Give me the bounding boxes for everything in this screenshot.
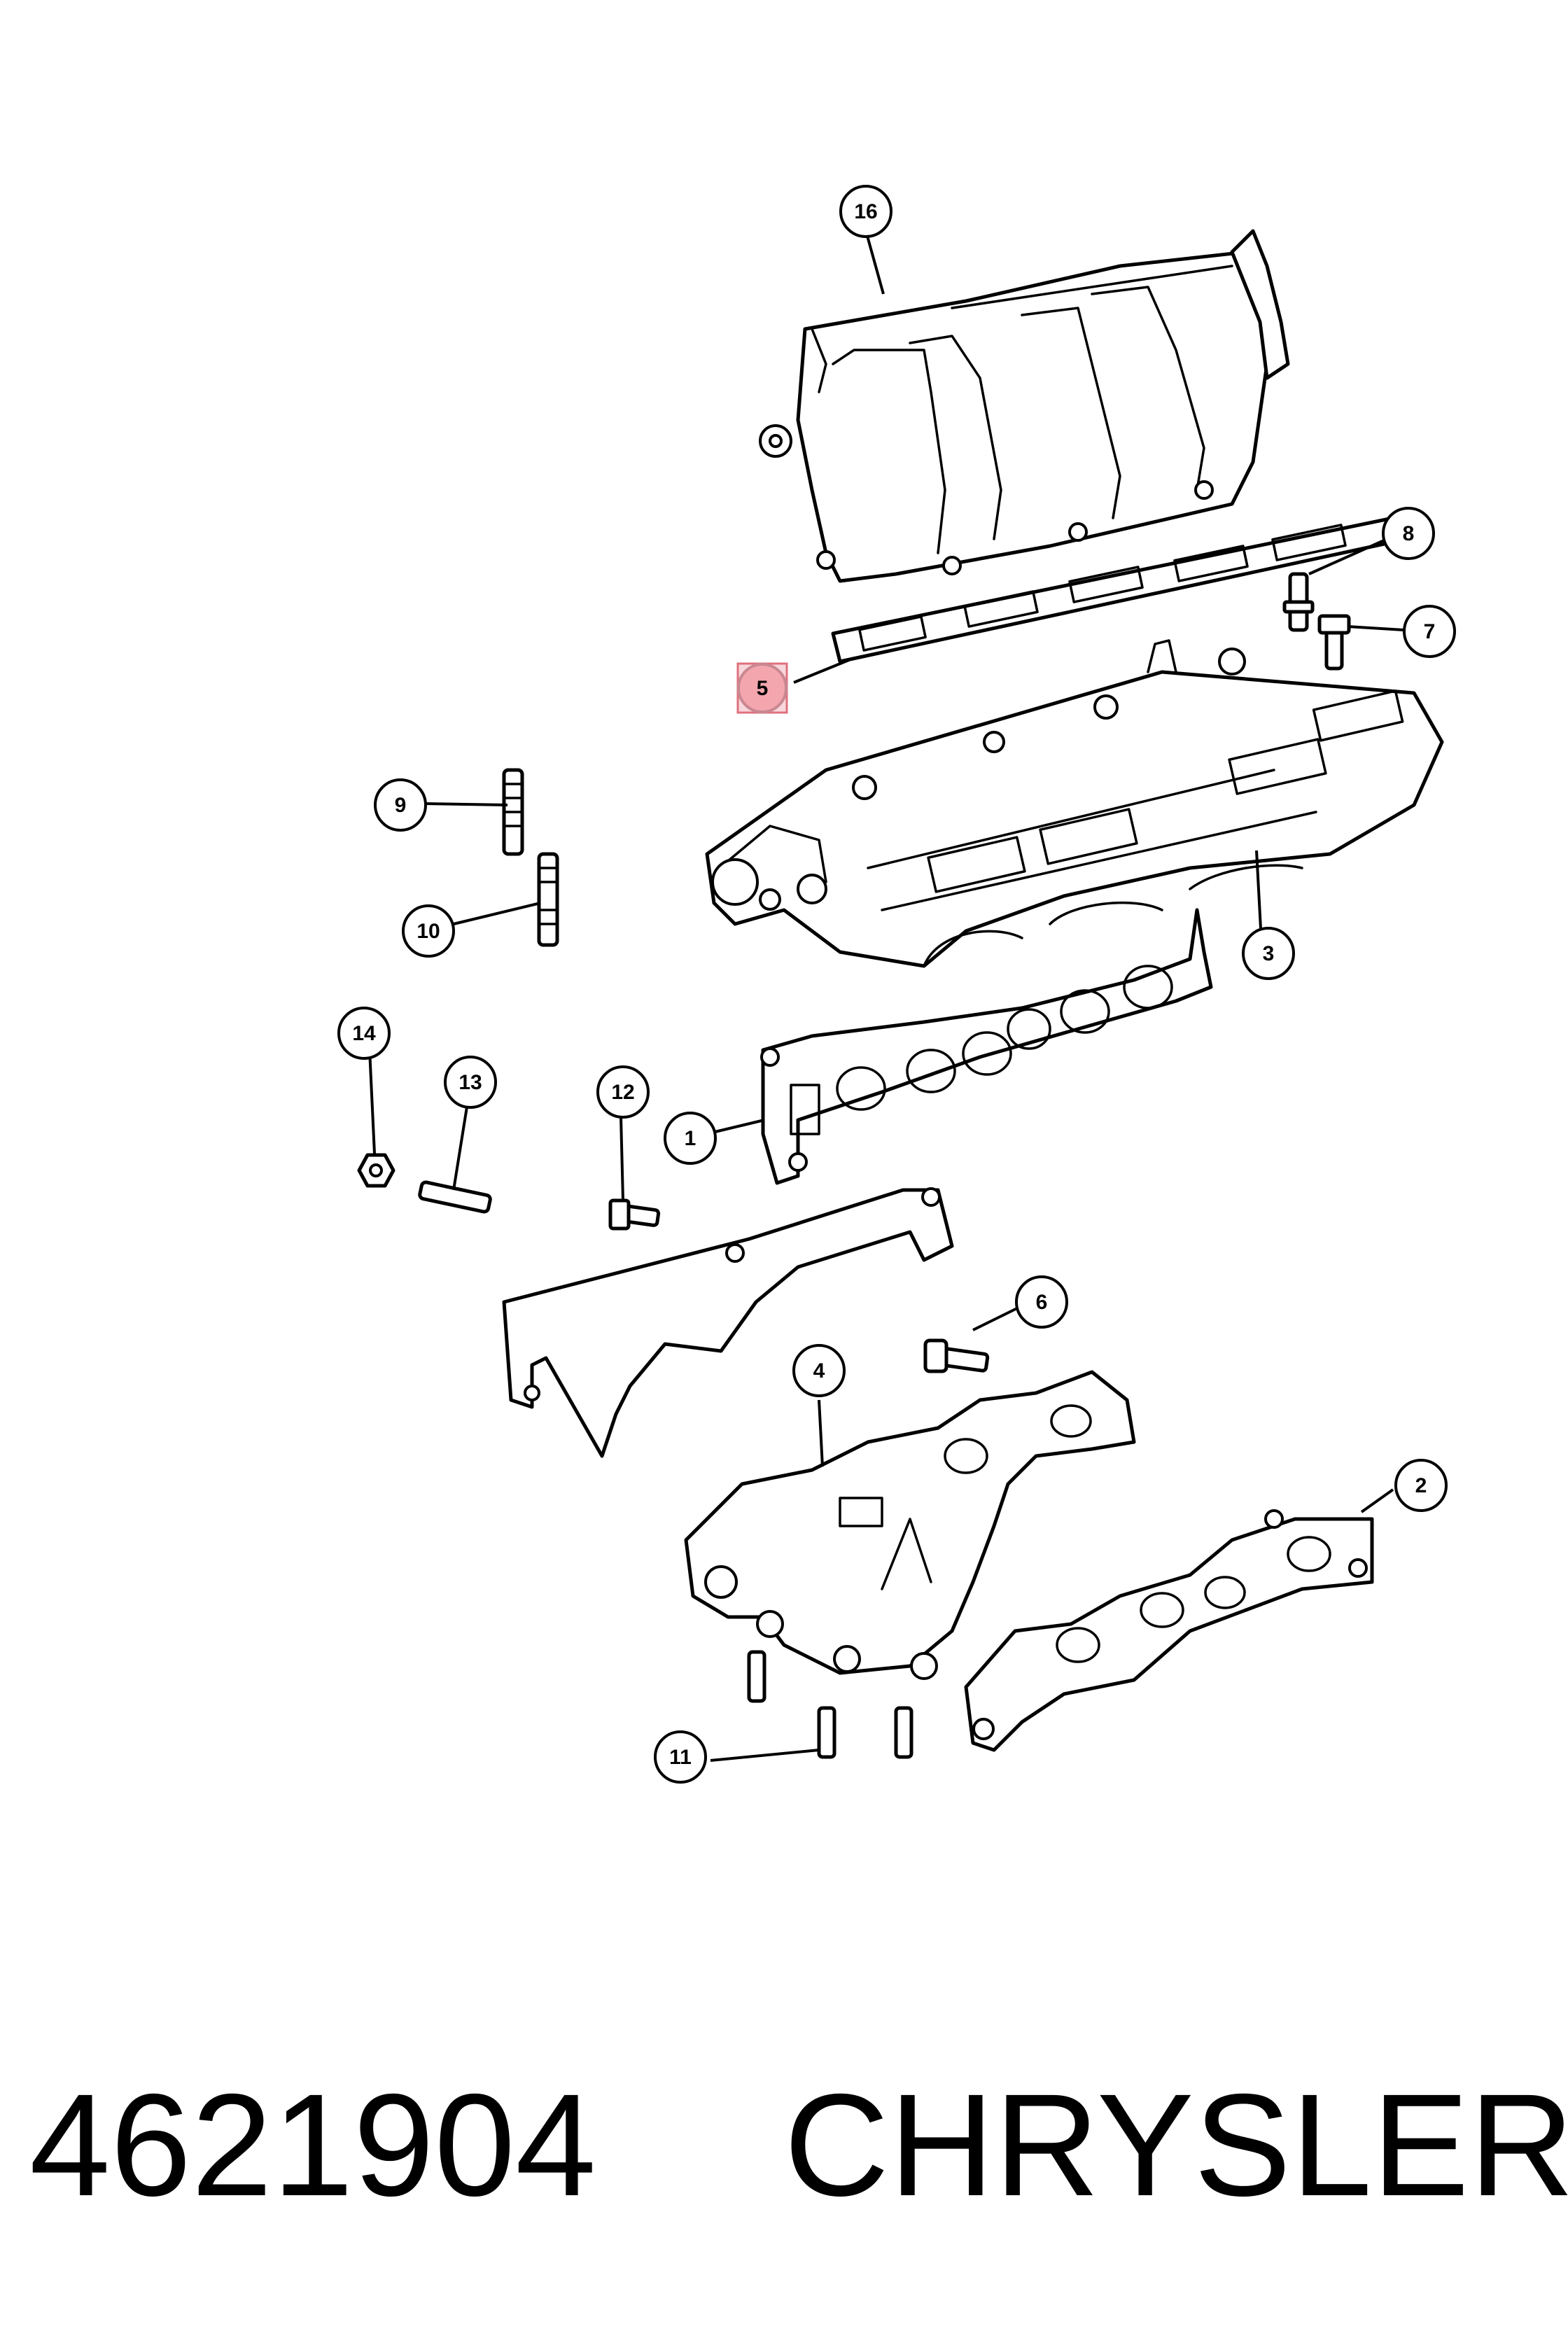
callout-16[interactable]: 16 [839,185,892,238]
callout-6-label: 6 [1036,1291,1048,1314]
callout-5-label: 5 [757,677,769,700]
leader-lines [368,230,1405,1762]
stud-9 [502,768,524,856]
callout-12-label: 12 [611,1081,634,1104]
callout-8-label: 8 [1403,522,1415,545]
callout-2[interactable]: 2 [1394,1459,1448,1512]
callout-14[interactable]: 14 [337,1007,391,1060]
callout-9-label: 9 [395,794,407,817]
intake-manifold-gasket [760,908,1213,1185]
callout-13-label: 13 [458,1071,482,1094]
nut-14 [357,1153,396,1188]
part-number: 4621904 [29,2064,596,2227]
callout-3-label: 3 [1263,942,1275,965]
exhaust-manifold-gasket [964,1509,1374,1752]
stud-8 [1282,572,1315,632]
callout-2-label: 2 [1415,1474,1427,1497]
callout-1-label: 1 [685,1127,696,1150]
stud-11 [747,1650,913,1759]
brand-name: CHRYSLER [784,2064,1568,2227]
callout-14-label: 14 [352,1022,376,1045]
bolt-6 [923,1338,990,1373]
callout-13[interactable]: 13 [444,1056,497,1109]
callout-12[interactable]: 12 [596,1065,650,1119]
lower-intake-manifold [705,639,1444,968]
callout-10-label: 10 [416,920,440,943]
callout-4-label: 4 [813,1359,825,1382]
callout-7-label: 7 [1424,620,1436,643]
callout-8[interactable]: 8 [1382,507,1435,560]
callout-4[interactable]: 4 [792,1344,846,1397]
heat-shield [502,1187,954,1458]
exhaust-manifold [684,1370,1136,1680]
callout-7[interactable]: 7 [1403,605,1456,658]
callout-3[interactable]: 3 [1242,927,1295,980]
stud-13 [418,1180,492,1214]
callout-9[interactable]: 9 [374,778,427,832]
callout-11-label: 11 [669,1746,692,1769]
bolt-12 [608,1198,661,1231]
callout-16-label: 16 [854,200,877,223]
callout-1[interactable]: 1 [664,1112,717,1165]
callout-11[interactable]: 11 [654,1730,707,1784]
stud-10 [537,852,559,947]
bolt-7 [1317,614,1351,671]
callout-6[interactable]: 6 [1015,1275,1068,1329]
upper-intake-plenum [759,229,1290,583]
callout-10[interactable]: 10 [402,904,455,958]
callout-5-highlighted[interactable]: 5 [736,662,788,714]
